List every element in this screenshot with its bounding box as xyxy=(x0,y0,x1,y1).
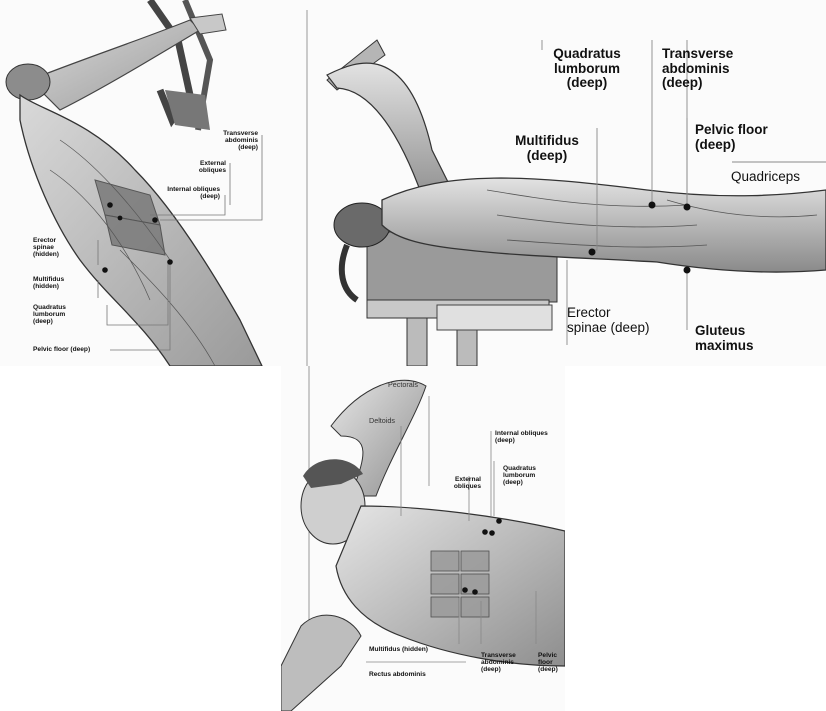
label-pectorals: Pectorals xyxy=(388,381,448,389)
label-internal-obliques: Internal obliques (deep) xyxy=(495,430,563,444)
panel-side-plank: Pectorals Deltoids Internal obliques (de… xyxy=(281,366,565,711)
label-multifidus: Multifidus (deep) xyxy=(502,134,592,163)
label-quadriceps: Quadriceps xyxy=(731,170,823,185)
label-transverse-abdominis: Transverse abdominis (deep) xyxy=(481,652,531,673)
label-erector-spinae: Erector spinae (hidden) xyxy=(33,237,93,258)
label-quadratus-lumborum: Quadratus lumborum (deep) xyxy=(542,47,632,91)
label-multifidus: Multifidus (hidden) xyxy=(33,276,93,290)
label-internal-obliques: Internal obliques (deep) xyxy=(140,186,220,200)
label-deltoids: Deltoids xyxy=(369,417,429,425)
label-rectus-abdominis: Rectus abdominis xyxy=(369,671,459,678)
label-pelvic-floor: Pelvic floor (deep) xyxy=(33,346,113,353)
label-quadratus-lumborum: Quadratus lumborum (deep) xyxy=(33,304,103,325)
label-transverse-abdominis: Transverse abdominis (deep) xyxy=(662,47,752,91)
panel-bench-extension: Quadratus lumborum (deep) Transverse abd… xyxy=(267,0,826,366)
label-transverse-abdominis: Transverse abdominis (deep) xyxy=(196,130,258,151)
label-quadratus-lumborum: Quadratus lumborum (deep) xyxy=(503,465,563,486)
label-erector-spinae: Erector spinae (deep) xyxy=(567,306,677,335)
label-external-obliques: External obliques xyxy=(172,160,226,174)
label-multifidus: Multifidus (hidden) xyxy=(369,646,459,653)
label-pelvic-floor: Pelvic floor (deep) xyxy=(695,123,795,152)
label-pelvic-floor: Pelvic floor (deep) xyxy=(538,652,565,673)
label-gluteus-maximus: Gluteus maximus xyxy=(695,324,795,353)
panel-suspension-trainer: Transverse abdominis (deep) External obl… xyxy=(0,0,267,366)
label-external-obliques: External obliques xyxy=(423,476,481,490)
